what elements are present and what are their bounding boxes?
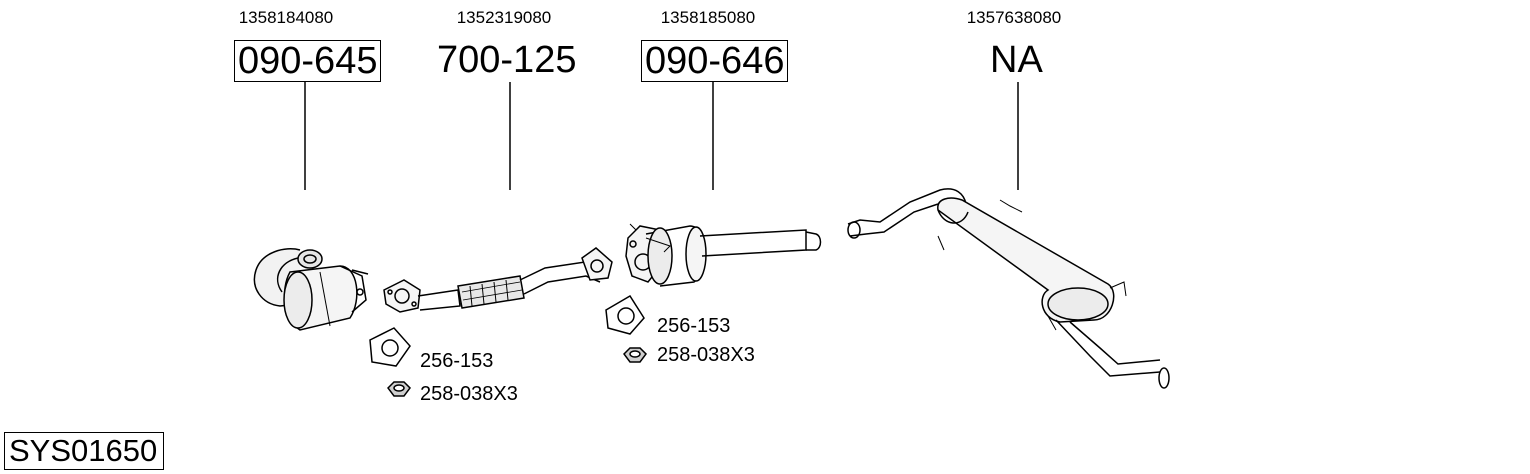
oem-number-catalyst-rear: 1358185080: [660, 8, 756, 27]
part-number-rear-silencer: NA: [990, 39, 1043, 81]
gasket-icon-2: [605, 294, 645, 335]
catalyst-rear-drawing: [625, 223, 822, 287]
nut-icon-1: [387, 381, 411, 397]
oem-number-catalyst-front: 1358184080: [238, 8, 334, 27]
oem-number-front-pipe: 1352319080: [456, 8, 552, 27]
part-number-catalyst-front: 090-645: [234, 40, 382, 82]
nut-label-1: 258-038X3: [420, 383, 518, 405]
nut-icon-2: [623, 347, 647, 363]
rear-silencer-drawing: [847, 188, 1170, 389]
part-number-front-pipe: 700-125: [437, 39, 577, 81]
gasket-icon-1: [369, 327, 411, 367]
nut-label-2: 258-038X3: [657, 344, 755, 366]
part-number-catalyst-rear: 090-646: [641, 40, 789, 82]
catalyst-front-drawing: [253, 248, 369, 331]
gasket-label-1: 256-153: [420, 350, 494, 372]
front-pipe-drawing: [383, 247, 613, 313]
system-code: SYS01650: [4, 432, 165, 470]
gasket-label-2: 256-153: [657, 315, 731, 337]
oem-number-rear-silencer: 1357638080: [966, 8, 1062, 27]
